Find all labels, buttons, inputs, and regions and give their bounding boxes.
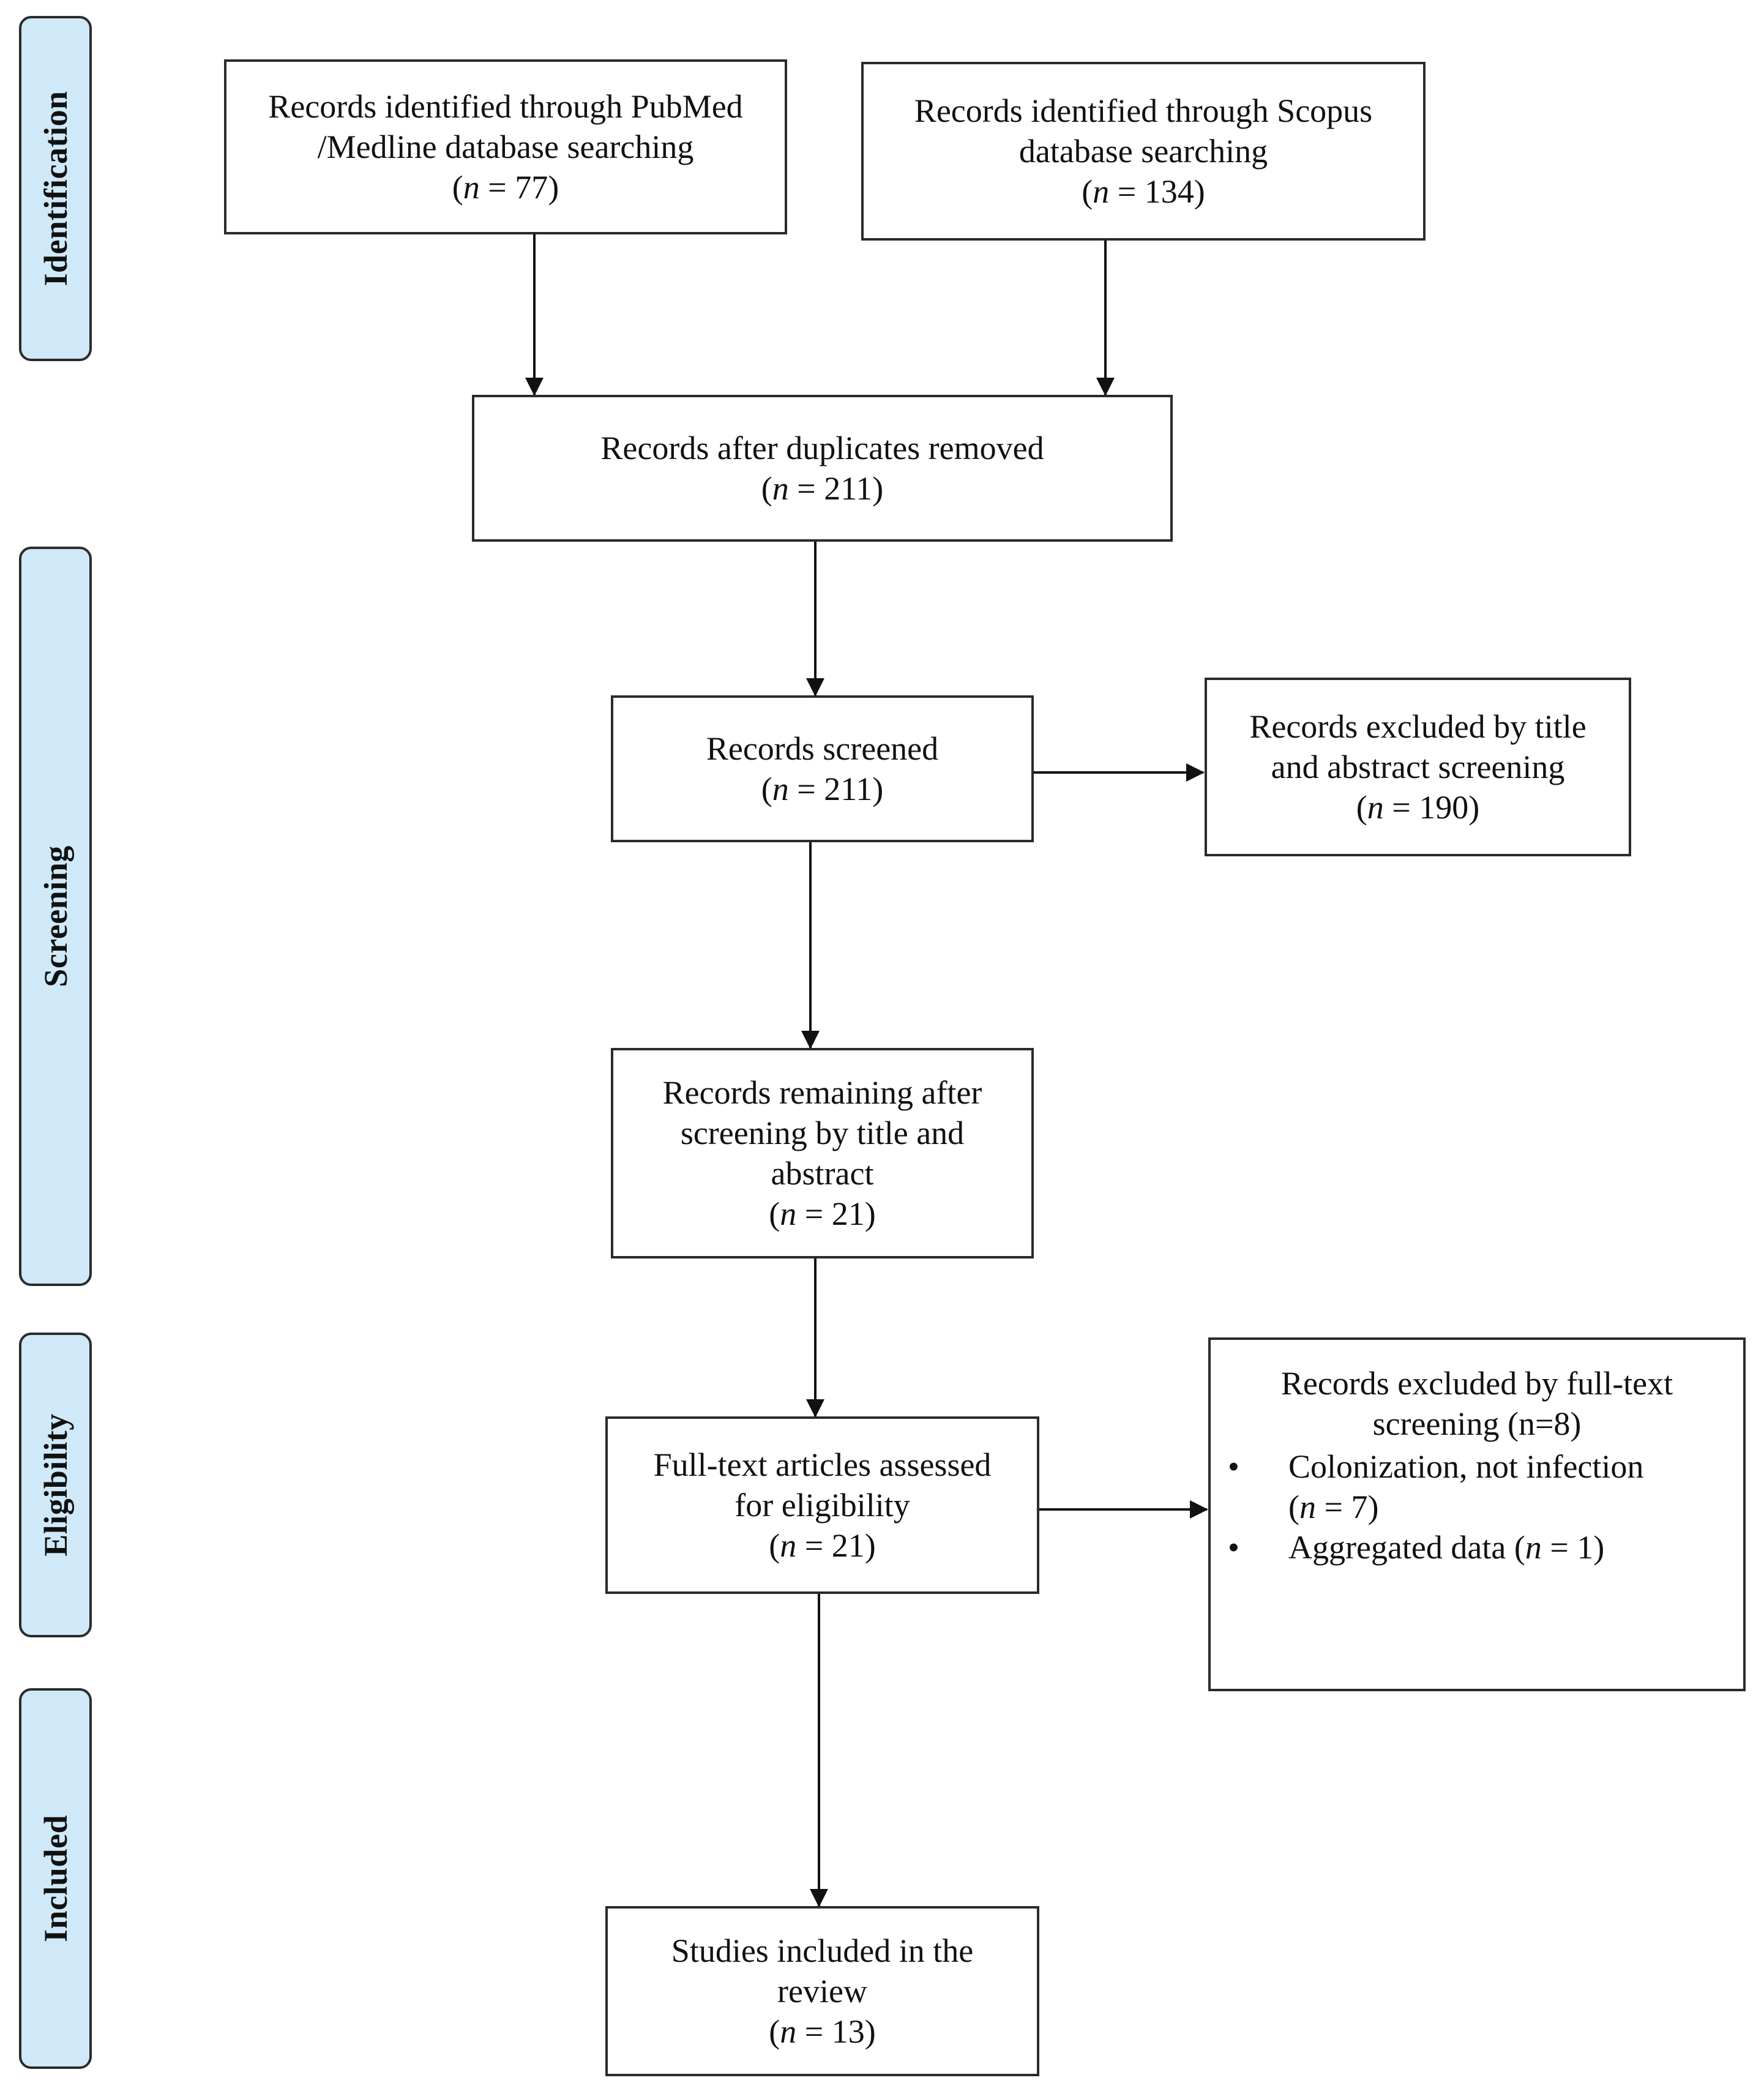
duplicates-count: (n = 211) [761,470,884,507]
pubmed-line2: /Medline database searching [317,129,694,165]
fulltext-line1: Full-text articles assessed [653,1446,992,1483]
box-scopus-records: Records identified through Scopus databa… [861,62,1426,241]
duplicates-line1: Records after duplicates removed [600,430,1044,466]
phase-identification: Identification [19,16,92,361]
excluded-fulltext-line1: Records excluded by full-text [1280,1365,1673,1402]
screened-line1: Records screened [706,730,939,767]
included-count: (n = 13) [769,2013,876,2050]
exclusion-reason-colonization-count: (n = 7) [1288,1489,1379,1525]
box-studies-included: Studies included in the review (n = 13) [605,1906,1039,2076]
remaining-line1: Records remaining after [662,1074,982,1111]
exclusion-reason-colonization-text: Colonization, not infection [1288,1448,1644,1485]
excluded-title-count: (n = 190) [1356,789,1480,826]
box-excluded-fulltext: Records excluded by full-text screening … [1208,1337,1746,1691]
phase-eligibility: Eligibility [19,1333,92,1637]
remaining-line3: abstract [771,1155,874,1192]
phase-screening: Screening [19,547,92,1286]
box-records-screened: Records screened (n = 211) [611,695,1034,842]
box-fulltext-assessed: Full-text articles assessed for eligibil… [605,1416,1039,1594]
excluded-title-line1: Records excluded by title [1249,708,1586,745]
excluded-title-line2: and abstract screening [1271,749,1565,785]
scopus-count: (n = 134) [1082,173,1205,210]
phase-included: Included [19,1688,92,2069]
box-records-remaining: Records remaining after screening by tit… [611,1048,1034,1258]
exclusion-reason-aggregated-text: Aggregated data (n = 1) [1288,1529,1605,1566]
box-after-duplicates: Records after duplicates removed (n = 21… [472,395,1173,542]
included-line2: review [777,1973,867,2010]
scopus-line2: database searching [1018,133,1268,170]
box-pubmed-records: Records identified through PubMed /Medli… [224,59,787,234]
exclusion-reason-colonization: Colonization, not infection (n = 7) [1211,1446,1743,1527]
pubmed-count: (n = 77) [452,169,559,206]
pubmed-line1: Records identified through PubMed [268,88,743,125]
fulltext-line2: for eligibility [734,1487,910,1524]
box-excluded-title-abstract: Records excluded by title and abstract s… [1205,678,1631,856]
remaining-line2: screening by title and [680,1115,965,1151]
included-line1: Studies included in the [671,1932,974,1969]
remaining-count: (n = 21) [769,1195,876,1232]
exclusion-reason-aggregated: Aggregated data (n = 1) [1211,1527,1743,1568]
scopus-line1: Records identified through Scopus [914,92,1373,129]
excluded-fulltext-line2: screening (n=8) [1372,1405,1582,1442]
exclusion-reasons-list: Colonization, not infection (n = 7) Aggr… [1211,1446,1743,1568]
fulltext-count: (n = 21) [769,1527,876,1564]
screened-count: (n = 211) [761,771,884,807]
